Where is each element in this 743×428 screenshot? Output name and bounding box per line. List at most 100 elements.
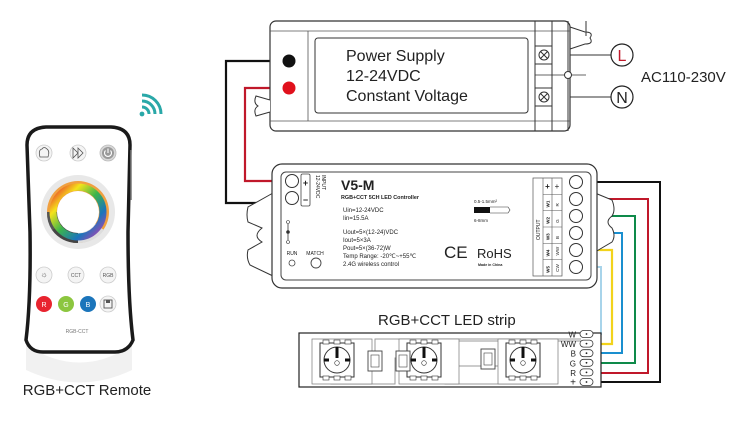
power-icon [103,148,113,157]
input-terminal-negative [285,191,299,205]
rohs-mark: RoHS [477,246,512,261]
run-led [288,259,296,267]
output-terminal [569,192,583,206]
ac-terminal-L: L [610,43,634,67]
controller-uout: Uout=5×(12-24)VDC [343,230,399,236]
save-icon [103,299,113,309]
psu-screw-L [538,49,550,61]
mode-button[interactable] [35,144,53,162]
match-button[interactable] [310,257,322,269]
play-button[interactable] [69,144,87,162]
controller-iout: Iout=5×3A [343,238,371,244]
output-col2-cell: + [555,182,560,191]
input-label: INPUT [320,175,326,190]
rgb-button[interactable]: RGB [99,266,117,284]
cct-button[interactable]: CCT [67,266,85,284]
svg-text:N: N [616,90,628,107]
green-button[interactable]: G [58,296,74,312]
controller: + − INPUT 12-24VDC RUN MATCH V5-M RGB+CC… [246,163,615,289]
output-col2-cell: CW [555,264,560,272]
output-col2-cell: R [555,203,560,207]
svg-text:RGB: RGB [103,273,115,279]
made-in: Made in China [478,263,503,267]
strip-pin-label: W [568,331,576,340]
strip-pin-label: B [571,350,576,359]
psu-line3: Constant Voltage [346,88,468,105]
led-indicator-icon [286,220,290,244]
svg-text:MATCH: MATCH [306,251,324,257]
strip-pin-label: WW [561,340,577,349]
output-terminal [569,175,583,189]
output-col1-cell: W3 [546,233,551,240]
ce-mark: CE [444,243,468,262]
controller-subtitle: RGB+CCT 5CH LED Controller [341,195,420,201]
output-terminal [569,243,583,257]
controller-model: V5-M [341,177,374,193]
output-col2-cell: WW [555,246,560,255]
output-terminal [569,226,583,240]
wire-plus [583,181,661,383]
controller-pout: Pout=5×(36-72)W [343,246,391,252]
strip-pin-label: + [570,378,576,389]
remote-model-label: RGB-CCT [66,329,89,335]
wire-dc-positive [243,86,290,183]
color-wheel[interactable] [41,175,115,249]
output-col1-cell: W2 [546,216,551,223]
controller-iin: Iin=15.5A [343,216,369,222]
strip-pin-label: R [570,369,576,378]
led-chip [311,338,373,385]
resistor [480,348,496,370]
controller-uin: Uin=12-24VDC [343,208,384,214]
psu-dc-positive-terminal [282,81,296,95]
output-col1-cell: W5 [546,265,551,272]
svg-text:OUTPUT: OUTPUT [536,219,542,240]
remote-caption: RGB+CCT Remote [23,382,152,399]
brightness-button[interactable]: ☼ [35,266,53,284]
ac-terminal-N: N [610,85,634,109]
wire-red [583,198,649,374]
wire-spec: 0.5-1.5mm² [474,199,498,204]
wifi-signal-icon [139,93,163,117]
output-terminals [569,175,583,274]
resistor [367,350,383,372]
svg-text:+: + [303,178,308,188]
output-col1-cell: W4 [546,249,551,256]
strip-pin-label: G [570,359,576,368]
output-col1-cell: + [545,182,550,191]
blue-button[interactable]: B [80,296,96,312]
svg-text:CCT: CCT [71,273,81,279]
strip-title: RGB+CCT LED strip [378,312,516,329]
save-button[interactable] [99,295,117,313]
power-button[interactable] [99,144,117,162]
output-terminal [569,209,583,223]
power-supply: Power Supply 12-24VDC Constant Voltage L [254,20,726,132]
controller-temp: Temp Range: -20℃~+55℃ [343,254,416,260]
red-button[interactable]: R [36,296,52,312]
psu-line1: Power Supply [346,48,445,65]
output-col2-cell: G [555,219,560,223]
svg-text:L: L [618,48,627,65]
svg-text:RUN: RUN [287,251,298,257]
resistor [395,350,411,372]
psu-dc-negative-terminal [282,54,296,68]
output-terminal [569,260,583,274]
svg-text:−: − [303,195,308,205]
svg-text:B: B [86,302,91,309]
output-col2-cell: B [555,236,560,239]
input-terminal-positive [285,174,299,188]
led-chip [497,338,559,385]
svg-text:G: G [63,302,68,309]
scene-icon [38,147,50,158]
strip-spec: 6-8mm [474,218,488,223]
psu-screw-N [538,91,550,103]
input-voltage-label: 12-24VDC [314,175,320,199]
psu-line2: 12-24VDC [346,68,421,85]
controller-wireless: 2.4G wireless control [343,262,399,268]
ac-voltage-label: AC110-230V [641,69,726,86]
led-chip [398,338,460,385]
